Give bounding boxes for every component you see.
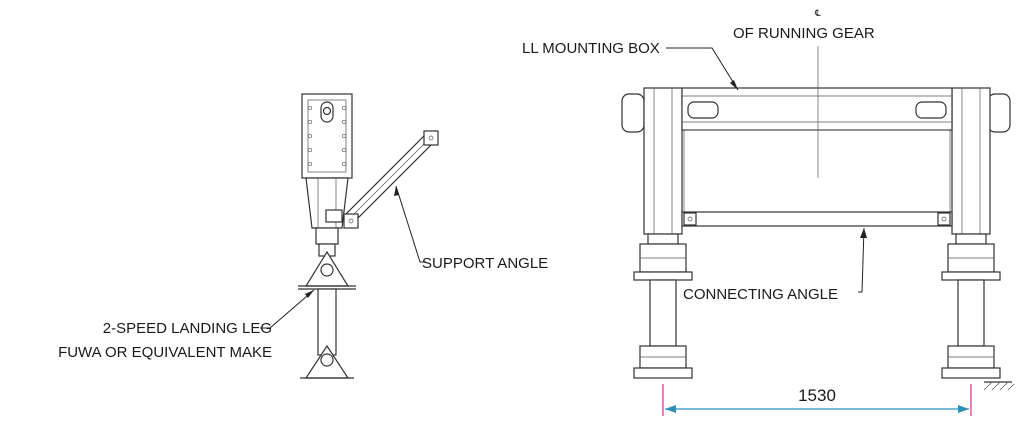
support-angle-top-bracket (423, 130, 439, 146)
right-foot-pad (941, 367, 1001, 379)
side-foot-pad (304, 344, 350, 379)
left-crank-handle (621, 93, 645, 133)
centerline-symbol: ℄ (814, 9, 821, 19)
dimension-1530: 1530 (662, 384, 972, 416)
landing-leg-label-line2: FUWA OR EQUIVALENT MAKE (58, 344, 272, 361)
side-upper-foot (304, 250, 350, 287)
left-leg-housing (643, 87, 683, 235)
right-lower-leg (957, 279, 985, 347)
mounting-box-label: LL MOUNTING BOX (522, 40, 660, 57)
left-lower-leg (649, 279, 677, 347)
mounting-box-leader (666, 47, 739, 91)
running-gear-label: OF RUNNING GEAR (733, 25, 875, 42)
right-crank-handle (987, 93, 1011, 133)
ground-hatch (983, 381, 1015, 391)
support-angle-label: SUPPORT ANGLE (422, 255, 548, 272)
connecting-angle-member (681, 211, 953, 227)
side-bolt-holes (307, 105, 347, 167)
connecting-angle-label: CONNECTING ANGLE (683, 286, 838, 303)
landing-leg-label-line1: 2-SPEED LANDING LEG (103, 320, 272, 337)
left-foot-pad (633, 367, 693, 379)
dimension-value: 1530 (798, 386, 836, 405)
gearbox-slot (320, 101, 334, 123)
front-view-landing-gear (621, 46, 1015, 391)
mounting-box (681, 87, 953, 131)
side-view-landing-leg (298, 93, 439, 379)
right-leg-housing (951, 87, 991, 235)
support-angle-bottom-bracket (343, 213, 359, 229)
side-bracket-tab (325, 209, 343, 223)
support-angle-leader (395, 185, 426, 263)
landing-leg-leader (260, 289, 315, 329)
connecting-angle-leader (858, 227, 865, 293)
